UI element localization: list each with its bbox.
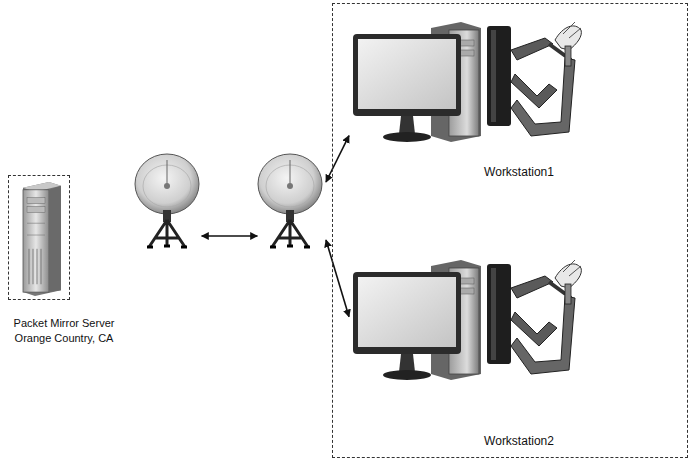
node-label: Packet Mirror Server Orange Country, CA [5,316,123,346]
node-label: Workstation1 [469,165,569,180]
satellite-dish [133,150,203,250]
workstation-region: Workstation1Workstation2 [332,3,688,458]
satellite-dish [133,150,203,250]
workstation-illustration [349,20,589,145]
workstation: Workstation1 [349,20,589,190]
double-arrow [326,240,349,317]
workstation: Workstation2 [349,258,589,454]
node-label: Workstation2 [469,434,569,449]
server-tower [9,176,69,299]
server-box: Packet Mirror Server Orange Country, CA [8,175,70,300]
satellite-dish [256,150,326,250]
workstation-illustration [349,258,589,383]
satellite-dish [256,150,326,250]
double-arrow [202,235,258,237]
double-arrow [326,136,349,182]
